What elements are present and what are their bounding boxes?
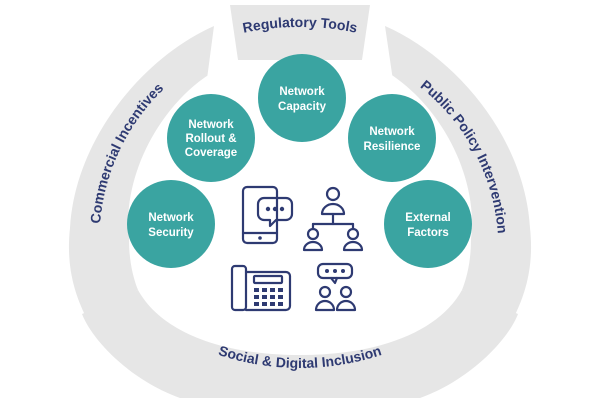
node-network-resilience: Network Resilience [348,94,436,182]
svg-text:External: External [405,212,450,224]
node-external-factors: External Factors [384,180,472,268]
svg-text:Capacity: Capacity [278,101,327,113]
ring-segment-regulatory [230,5,370,60]
node-network-rollout: Network Rollout & Coverage [167,94,255,182]
svg-text:Factors: Factors [407,227,449,239]
svg-text:Security: Security [148,227,194,239]
smartphone-chat-icon [241,185,294,245]
svg-text:Network: Network [279,86,325,98]
ring-label-regulatory: Regulatory Tools [241,14,359,36]
svg-text:Network: Network [188,119,234,131]
ring-segment-social [82,290,518,398]
node-network-security: Network Security [127,180,215,268]
svg-text:Rollout &: Rollout & [185,133,236,145]
people-chat-icon [314,262,357,312]
node-network-capacity: Network Capacity [258,54,346,142]
svg-text:Coverage: Coverage [185,147,237,159]
svg-text:Network: Network [148,212,194,224]
svg-text:Network: Network [369,126,415,138]
org-chart-people-icon [302,186,364,252]
svg-text:Resilience: Resilience [364,141,421,153]
desk-phone-icon [230,264,292,312]
